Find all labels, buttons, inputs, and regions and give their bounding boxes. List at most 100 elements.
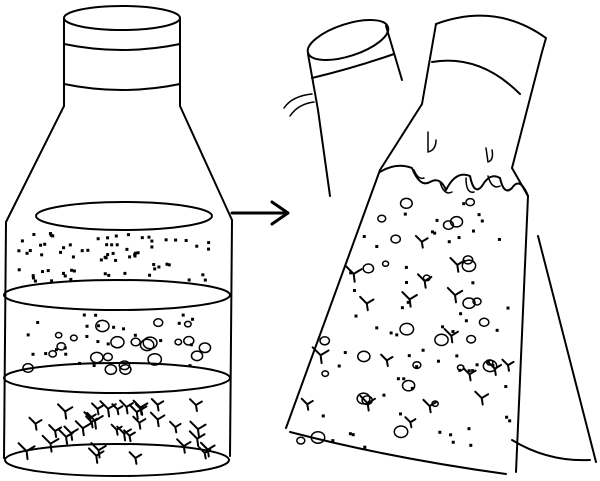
fine-particle — [331, 439, 334, 442]
fine-particle — [59, 251, 62, 254]
fine-particle — [507, 307, 510, 310]
fine-particle — [29, 249, 32, 252]
fine-particle — [49, 232, 52, 235]
star-debris-layer — [19, 399, 215, 464]
debris-particle — [346, 266, 362, 282]
debris-particle — [402, 292, 417, 307]
fine-particle — [116, 243, 119, 246]
front-flask-neck-right — [512, 52, 542, 168]
fine-particle — [83, 314, 86, 317]
fine-particle — [189, 364, 192, 367]
front-flask-base — [290, 432, 506, 474]
fine-particle — [86, 325, 89, 328]
fine-particle — [133, 255, 136, 258]
fine-particle — [104, 272, 107, 275]
flask-upright — [4, 6, 232, 476]
bubble — [322, 371, 328, 377]
bubble — [91, 352, 103, 362]
back-flask-band — [312, 54, 394, 78]
fine-particle — [338, 365, 341, 368]
fine-particle — [32, 353, 35, 356]
fine-particle — [148, 274, 151, 277]
fine-particle — [449, 433, 452, 436]
fine-particle — [451, 330, 454, 333]
bubble — [49, 351, 56, 357]
bubble — [185, 321, 192, 327]
fine-particle — [62, 272, 65, 275]
fine-particle — [472, 230, 475, 233]
fine-particle — [408, 354, 411, 357]
bubble — [154, 319, 163, 327]
fine-particle — [363, 446, 366, 449]
fine-particle — [352, 433, 355, 436]
bubble — [467, 335, 476, 342]
fine-particle — [85, 335, 88, 338]
debris-particle — [92, 403, 103, 414]
front-flask-band — [432, 61, 520, 94]
debris-particle — [190, 399, 202, 411]
fine-particle — [137, 251, 140, 254]
debris-particle — [502, 360, 513, 371]
fine-particle — [34, 280, 37, 283]
fine-particle — [123, 272, 126, 275]
fine-particle — [201, 273, 204, 276]
fine-particle — [152, 263, 155, 266]
fine-particle — [481, 219, 484, 222]
fine-particle — [390, 331, 393, 334]
fine-particle — [114, 259, 117, 262]
layer-boundary-upper — [4, 280, 230, 310]
right-arrow-icon — [232, 202, 288, 224]
front-flask-cap-left — [422, 24, 436, 104]
fine-particle — [64, 274, 67, 277]
fine-particle — [353, 289, 356, 292]
fine-particle — [39, 244, 42, 247]
fine-particle — [431, 230, 434, 233]
fine-particle — [97, 237, 100, 240]
fine-particle — [441, 325, 444, 328]
fine-particle — [496, 329, 499, 332]
back-flask-neck — [308, 26, 402, 110]
fine-particle — [159, 339, 162, 342]
bubble — [435, 334, 448, 345]
fine-particle — [504, 385, 507, 388]
bubble — [143, 337, 157, 349]
fine-particle — [150, 245, 153, 248]
bubble — [483, 360, 496, 371]
fine-particle — [17, 249, 20, 252]
fine-particle — [422, 349, 425, 352]
bubble — [400, 323, 414, 335]
fine-particle — [355, 315, 358, 318]
fine-particle — [188, 278, 191, 281]
fine-particle — [363, 235, 366, 238]
fine-particle — [112, 252, 115, 255]
fine-particle — [498, 238, 501, 241]
fine-particle — [437, 360, 440, 363]
debris-particle — [381, 355, 392, 366]
fine-particle — [195, 245, 198, 248]
debris-particle — [58, 404, 72, 418]
debris-particle — [475, 392, 488, 405]
debris-particle — [29, 418, 41, 430]
bubble — [358, 351, 370, 361]
fine-particle — [471, 281, 474, 284]
debris-particle — [130, 452, 142, 464]
fine-particle — [18, 268, 21, 271]
bubble — [479, 318, 488, 326]
fine-particle — [469, 444, 472, 447]
debris-particle — [405, 417, 415, 427]
fine-particle — [190, 343, 193, 346]
bubble — [383, 261, 389, 266]
bubble — [191, 351, 202, 360]
fine-particle — [44, 352, 47, 355]
fine-particle — [106, 253, 109, 256]
fine-particle — [96, 340, 99, 343]
fine-particle — [411, 387, 414, 390]
flask-cap-top — [64, 6, 180, 30]
fine-particle — [349, 432, 352, 435]
fine-particle — [115, 234, 118, 237]
fine-particle — [382, 394, 385, 397]
bubble — [175, 339, 182, 345]
bubble — [111, 337, 124, 348]
